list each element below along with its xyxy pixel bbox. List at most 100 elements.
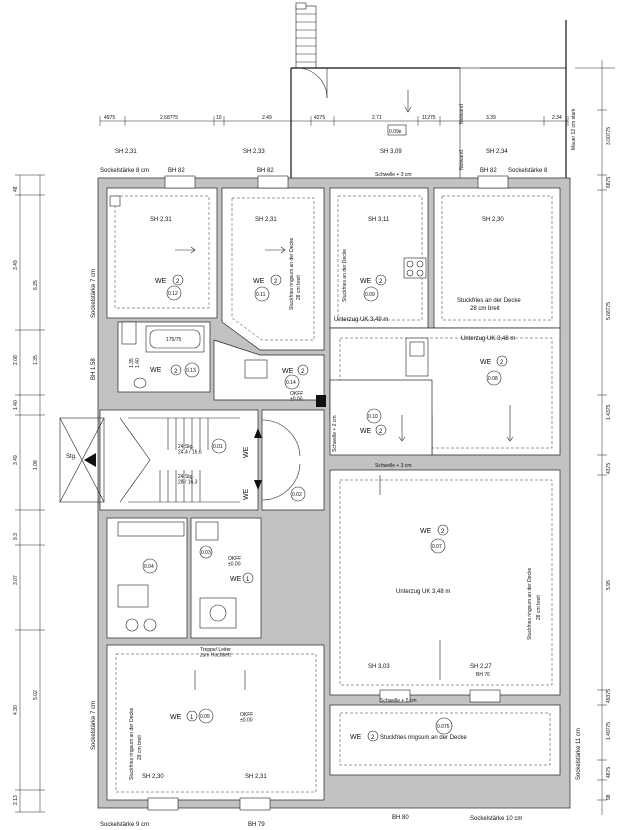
dim-left-11: 4.30 [13,705,19,715]
notwand-label: Notwand [459,104,465,124]
room-id: 0.08 [488,376,498,382]
schwelle-low: Schwelle + 5 cm [380,698,417,704]
sill-bh79: BH 79 [248,822,265,828]
room-marker-0.11: WE 2 0.11 SH 2,31 Stuckfries ringsum an … [253,217,302,310]
sh-label: SH 3,11 [368,217,390,223]
we-number: 2 [274,279,278,285]
room-id: 0.07 [432,544,442,550]
wall-note-top-right: Sockelstärke 8 [508,168,548,174]
we-label: WE [155,278,167,285]
unterzug: Unterzug UK 3,48 m [396,589,450,595]
dim-top-5: 4275 [314,115,325,121]
we-number: 2 [371,735,375,741]
room-marker-0.12: WE 2 0.12 SH 2,31 [150,217,184,301]
room-0.08 [329,327,561,456]
direction-arrows [175,246,514,690]
bath-dims: 175/75 [166,337,182,343]
room-id: 0.04 [144,564,154,570]
dim-top-6: 2.71 [372,115,382,121]
we-label: WE [170,714,182,721]
dim-right-7: 49375 [606,689,612,703]
room-marker-top-right: SH 2,30 Stuckfries an der Decke 28 cm br… [457,217,521,342]
we-label: WE [360,278,372,285]
dim-top-7: 11275 [422,115,436,121]
room-id: 0.14 [286,380,296,386]
sill-bh82-a: BH 82 [168,168,185,174]
dim-right-2: 6875 [606,177,612,188]
wall-note-bottom-right: Sockelstärke 10 cm [470,816,522,822]
schwelle-left: Schwelle + 2 cm [332,415,338,452]
sink-icon [405,337,429,377]
room-0.12 [106,187,218,319]
we-label: WE [350,734,362,741]
we-number: 2 [174,369,178,375]
stove-icon [403,257,427,279]
dim-top-1: 4975 [104,115,115,121]
stuck-note-b: 29 cm breit [137,735,143,760]
entry-arrow-icon [84,453,96,467]
room-top-right [433,187,561,329]
sh-balcony-1: SH 2,31 [115,149,137,155]
schwelle-top: Schwelle + 3 cm [375,172,412,178]
right-dimension-chain: 3.00775 6875 5.68775 1.4375 4375 5.95 49… [597,60,612,815]
we-number: 2 [176,279,180,285]
sh-balcony-4: SH 2,34 [486,149,508,155]
we-number: 2 [379,429,383,435]
wall-note-left-lower: Sockelstärke 7 cm [91,701,97,750]
dim-right-9: 4875 [606,767,612,778]
room-id: 0.11 [256,292,266,298]
sh-right: SH 2,31 [245,774,267,780]
room-id: 0.01 [213,444,223,450]
stuck-note: Stuckfries ringsum an der Decke [380,735,467,741]
we-number: 1 [246,577,250,583]
okff-label: OKFF±0.00 [228,556,241,568]
stuck-note: Stuckfries ringsum an der Decke [129,708,135,780]
vs-label: 1.35 [129,358,135,368]
dim-left-7: 3.49 [13,455,19,465]
sill-bh80: BH 80 [392,815,409,821]
room-marker-0.08: WE 2 0.08 [480,355,508,386]
we-label-a: WE [243,446,250,458]
dim-left-12: 9.3 [13,533,19,540]
dim-left-13: 2.13 [13,795,19,805]
stuck-note-b: 28 cm breit [536,595,542,620]
we-label: WE [253,278,265,285]
we-label: WE [150,367,162,374]
unterzug: Unterzug UK 3,48 m [461,336,515,342]
stuck-note-b: 28 cm breit [470,306,500,312]
sh-balcony-3: SH 3,09 [380,149,402,155]
room-0.13: 175/75 [117,321,211,393]
sill-bh158: BH 1.58 [91,358,97,380]
windows [147,175,509,811]
dim-top-4: 2.49 [262,115,272,121]
okff-label: OKFF±0.00 [240,712,253,724]
room-marker-0.13: WE 2 0.13 1.35 1.40 [129,358,200,378]
room-marker-0.04: 0.04 [142,558,158,574]
dim-top-8: 3.39 [486,115,496,121]
dim-right-10: 98 [606,794,612,800]
we-label: WE [230,576,242,583]
we-label-b: WE [243,488,250,500]
notwand-label-2: Notwand [459,150,465,170]
we-number: 2 [500,360,504,366]
room-marker-0.14: WE 2 0.14 OKFF±0.00 [282,364,309,403]
dim-left-10: 5.02 [33,690,39,700]
dim-right-4: 1.4375 [606,404,612,420]
dim-right-5: 4375 [606,463,612,474]
sh-left: SH 2,30 [142,774,164,780]
we-number: 2 [379,279,383,285]
room-marker-0.07: WE 2 0.07 Unterzug UK 3,48 m Stuckfries … [368,524,542,678]
exterior-stair-top [295,2,317,69]
sh-label: SH 2,31 [150,217,172,223]
dim-left-4: 2.08 [13,355,19,365]
wall-note-top-left: Sockelstärke 8 cm [100,168,149,174]
stair-up-label: 24 Stg.24,4 / 16,6 [178,444,202,456]
room-id: 0.09 [365,292,375,298]
okff-label: OKFF±0.00 [290,391,303,403]
sill-bh82-c: BH 82 [480,168,497,174]
room-marker-0.09: WE 2 0.09 SH 3,11 Stuckfries an der Deck… [334,217,390,323]
room-marker-stairwell: 0.01 WE WE [211,438,250,500]
